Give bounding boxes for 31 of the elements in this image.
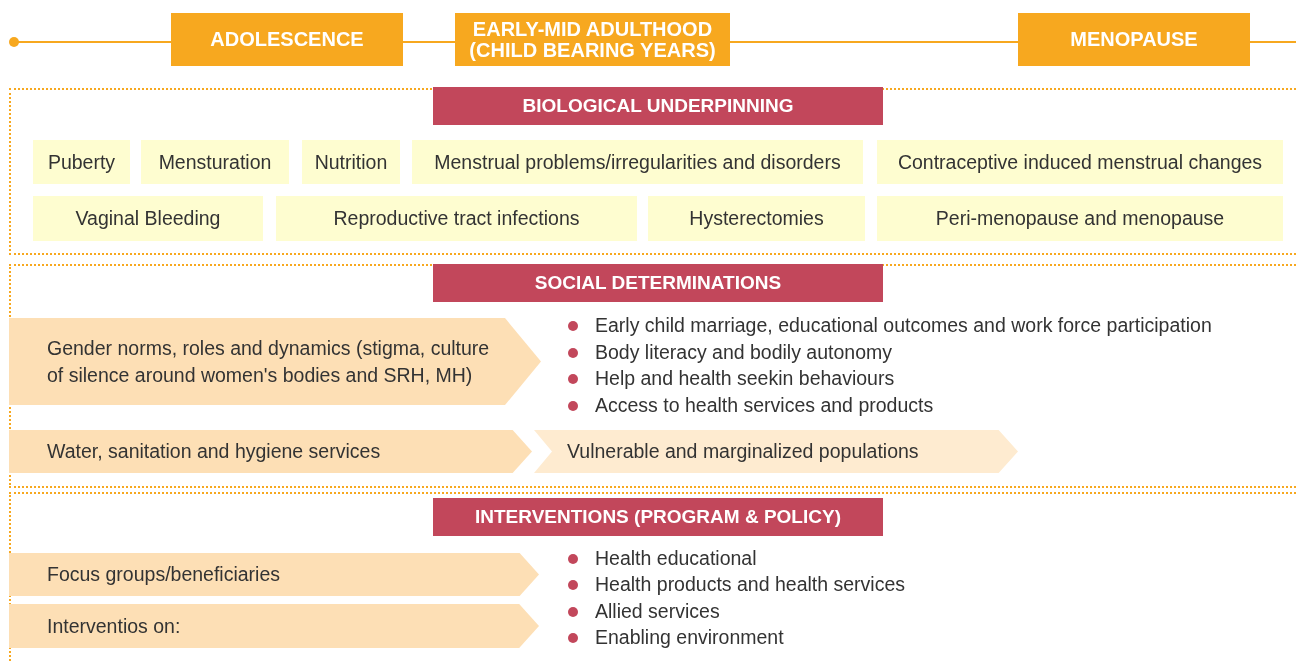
bullet-text: Enabling environment <box>595 628 784 648</box>
pointed-banner: Water, sanitation and hygiene services <box>9 430 532 473</box>
pointed-banner: Vulnerable and marginalized populations <box>534 430 1018 473</box>
section-panel <box>9 264 1296 488</box>
topic-box: Peri-menopause and menopause <box>877 196 1283 241</box>
pointed-banner: Interventios on: <box>9 604 539 648</box>
topic-box: Puberty <box>33 140 130 184</box>
bullet-text: Early child marriage, educational outcomes and work force participation <box>595 316 1212 336</box>
bullet-text: Body literacy and bodily autonomy <box>595 343 892 363</box>
bullet-text: Health products and health services <box>595 575 905 595</box>
section-header: BIOLOGICAL UNDERPINNING <box>433 87 883 125</box>
section-header: SOCIAL DETERMINATIONS <box>433 264 883 302</box>
section-panel <box>9 492 1296 661</box>
pointed-banner: Gender norms, roles and dynamics (stigma, culture of silence around women's bodies and SRH, MH) <box>9 318 541 405</box>
bullet-text: Allied services <box>595 602 720 622</box>
life-stage-box: MENOPAUSE <box>1018 13 1250 66</box>
life-stage-box: EARLY-MID ADULTHOOD (CHILD BEARING YEARS) <box>455 13 730 66</box>
life-stage-box: ADOLESCENCE <box>171 13 403 66</box>
bullet-text: Health educational <box>595 549 757 569</box>
bullet-text: Access to health services and products <box>595 396 934 416</box>
section-header: INTERVENTIONS (PROGRAM & POLICY) <box>433 498 883 536</box>
topic-box: Mensturation <box>141 140 289 184</box>
topic-box: Nutrition <box>302 140 400 184</box>
topic-box: Reproductive tract infections <box>276 196 637 241</box>
topic-box: Hysterectomies <box>648 196 865 241</box>
bullet-text: Help and health seekin behaviours <box>595 369 895 389</box>
pointed-banner: Focus groups/beneficiaries <box>9 553 539 596</box>
topic-box: Menstrual problems/irregularities and disorders <box>412 140 863 184</box>
section-panel <box>9 88 1296 255</box>
topic-box: Vaginal Bleeding <box>33 196 263 241</box>
topic-box: Contraceptive induced menstrual changes <box>877 140 1283 184</box>
